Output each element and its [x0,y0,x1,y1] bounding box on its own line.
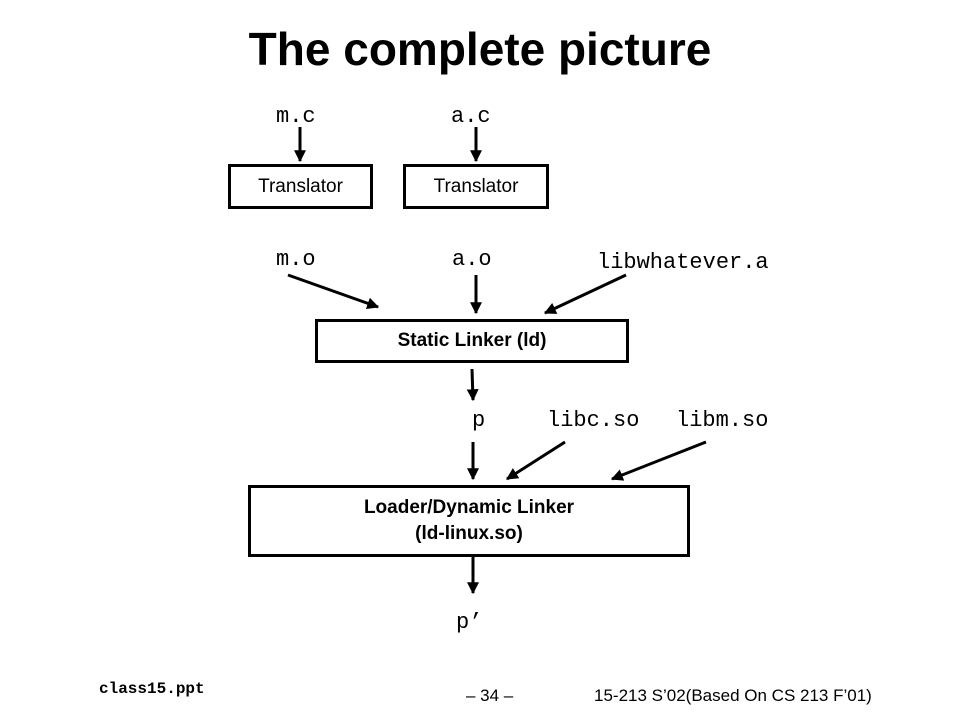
footer-filename: class15.ppt [99,680,205,698]
loader-label: Loader/Dynamic Linker [363,497,575,518]
shared-lib-libc: libc.so [547,408,640,433]
footer-course: 15-213 S’02(Based On CS 213 F’01) [594,686,872,705]
footer-page-number: – 34 – [466,686,514,705]
loader-box: Loader/Dynamic Linker (ld-linux.so) [248,485,690,557]
source-m-c: m.c [276,104,316,129]
translator-box-right: Translator [403,164,549,209]
arrow-libm-to-loader [610,440,707,481]
source-a-c: a.c [451,104,491,129]
object-m-o: m.o [276,247,316,272]
arrow-linker-to-p [466,368,479,402]
arrow-libc-to-loader [505,440,566,481]
translator-box-left: Translator [228,164,373,209]
loader-sublabel: (ld-linux.so) [415,523,523,544]
arrow-mo-to-linker [287,273,380,310]
library-archive: libwhatever.a [597,250,769,275]
output-p-prime: p’ [456,610,483,635]
object-a-o: a.o [452,247,492,272]
program-p: p [472,408,486,433]
arrow-lib-to-linker [543,273,627,315]
shared-lib-libm: libm.so [676,408,769,433]
static-linker-box: Static Linker (ld) [315,319,629,363]
slide-title: The complete picture [248,23,712,75]
